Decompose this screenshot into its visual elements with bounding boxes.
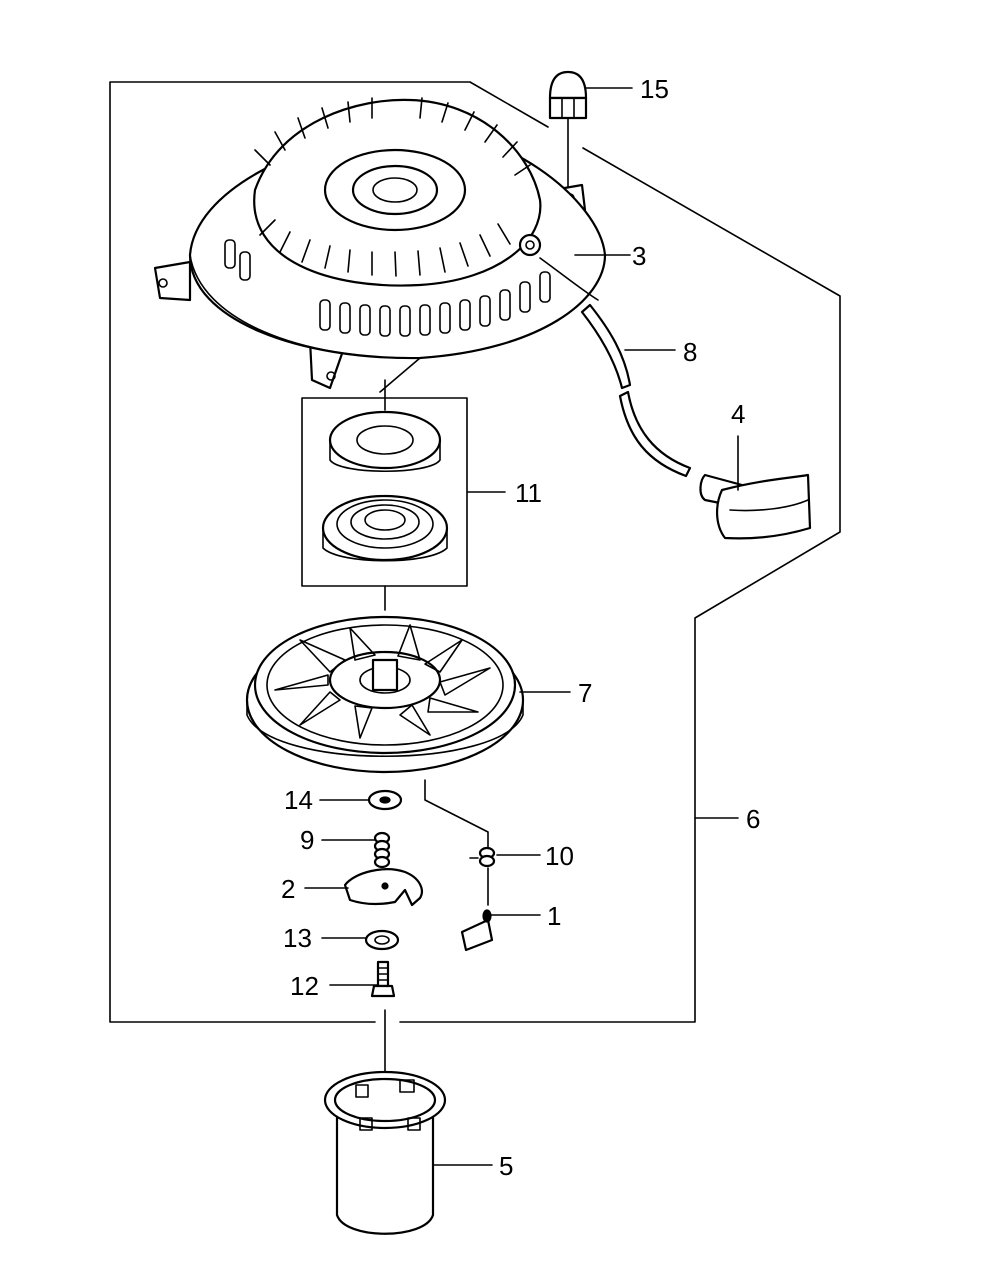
- callout-11: 11: [515, 478, 542, 508]
- spring-part-9: [373, 831, 391, 869]
- spring-assembly-part: [301, 397, 468, 587]
- pawl-part-1: [460, 909, 494, 952]
- callout-10: 10: [545, 841, 574, 871]
- ratchet-part-2: [343, 868, 423, 907]
- callout-1: 1: [547, 901, 561, 931]
- handle-part: [699, 473, 812, 540]
- rope-part: [539, 257, 692, 478]
- callout-5: 5: [499, 1151, 513, 1181]
- callout-2: 2: [281, 874, 295, 904]
- washer-part-14: [367, 789, 403, 811]
- callout-8: 8: [683, 337, 697, 367]
- callout-12: 12: [290, 971, 319, 1001]
- reel-pulley-part: [245, 615, 525, 774]
- callout-4: 4: [731, 399, 745, 429]
- pawl-spring-part-10: [424, 779, 496, 906]
- callout-9: 9: [300, 825, 314, 855]
- screw-part-12: [370, 960, 396, 998]
- cap-nut-part: [548, 70, 588, 191]
- assembly-boundary-right: [399, 147, 841, 1023]
- starter-cup-part: [323, 1070, 447, 1235]
- callout-6: 6: [746, 804, 760, 834]
- leader-lines: [304, 87, 739, 1166]
- starter-housing-part: [153, 97, 607, 393]
- washer-part-13: [364, 929, 400, 951]
- callout-3: 3: [632, 241, 646, 271]
- callout-13: 13: [283, 923, 312, 953]
- callout-7: 7: [578, 678, 592, 708]
- assembly-boundary: [109, 81, 549, 1023]
- callout-14: 14: [284, 785, 313, 815]
- callout-15: 15: [640, 74, 669, 104]
